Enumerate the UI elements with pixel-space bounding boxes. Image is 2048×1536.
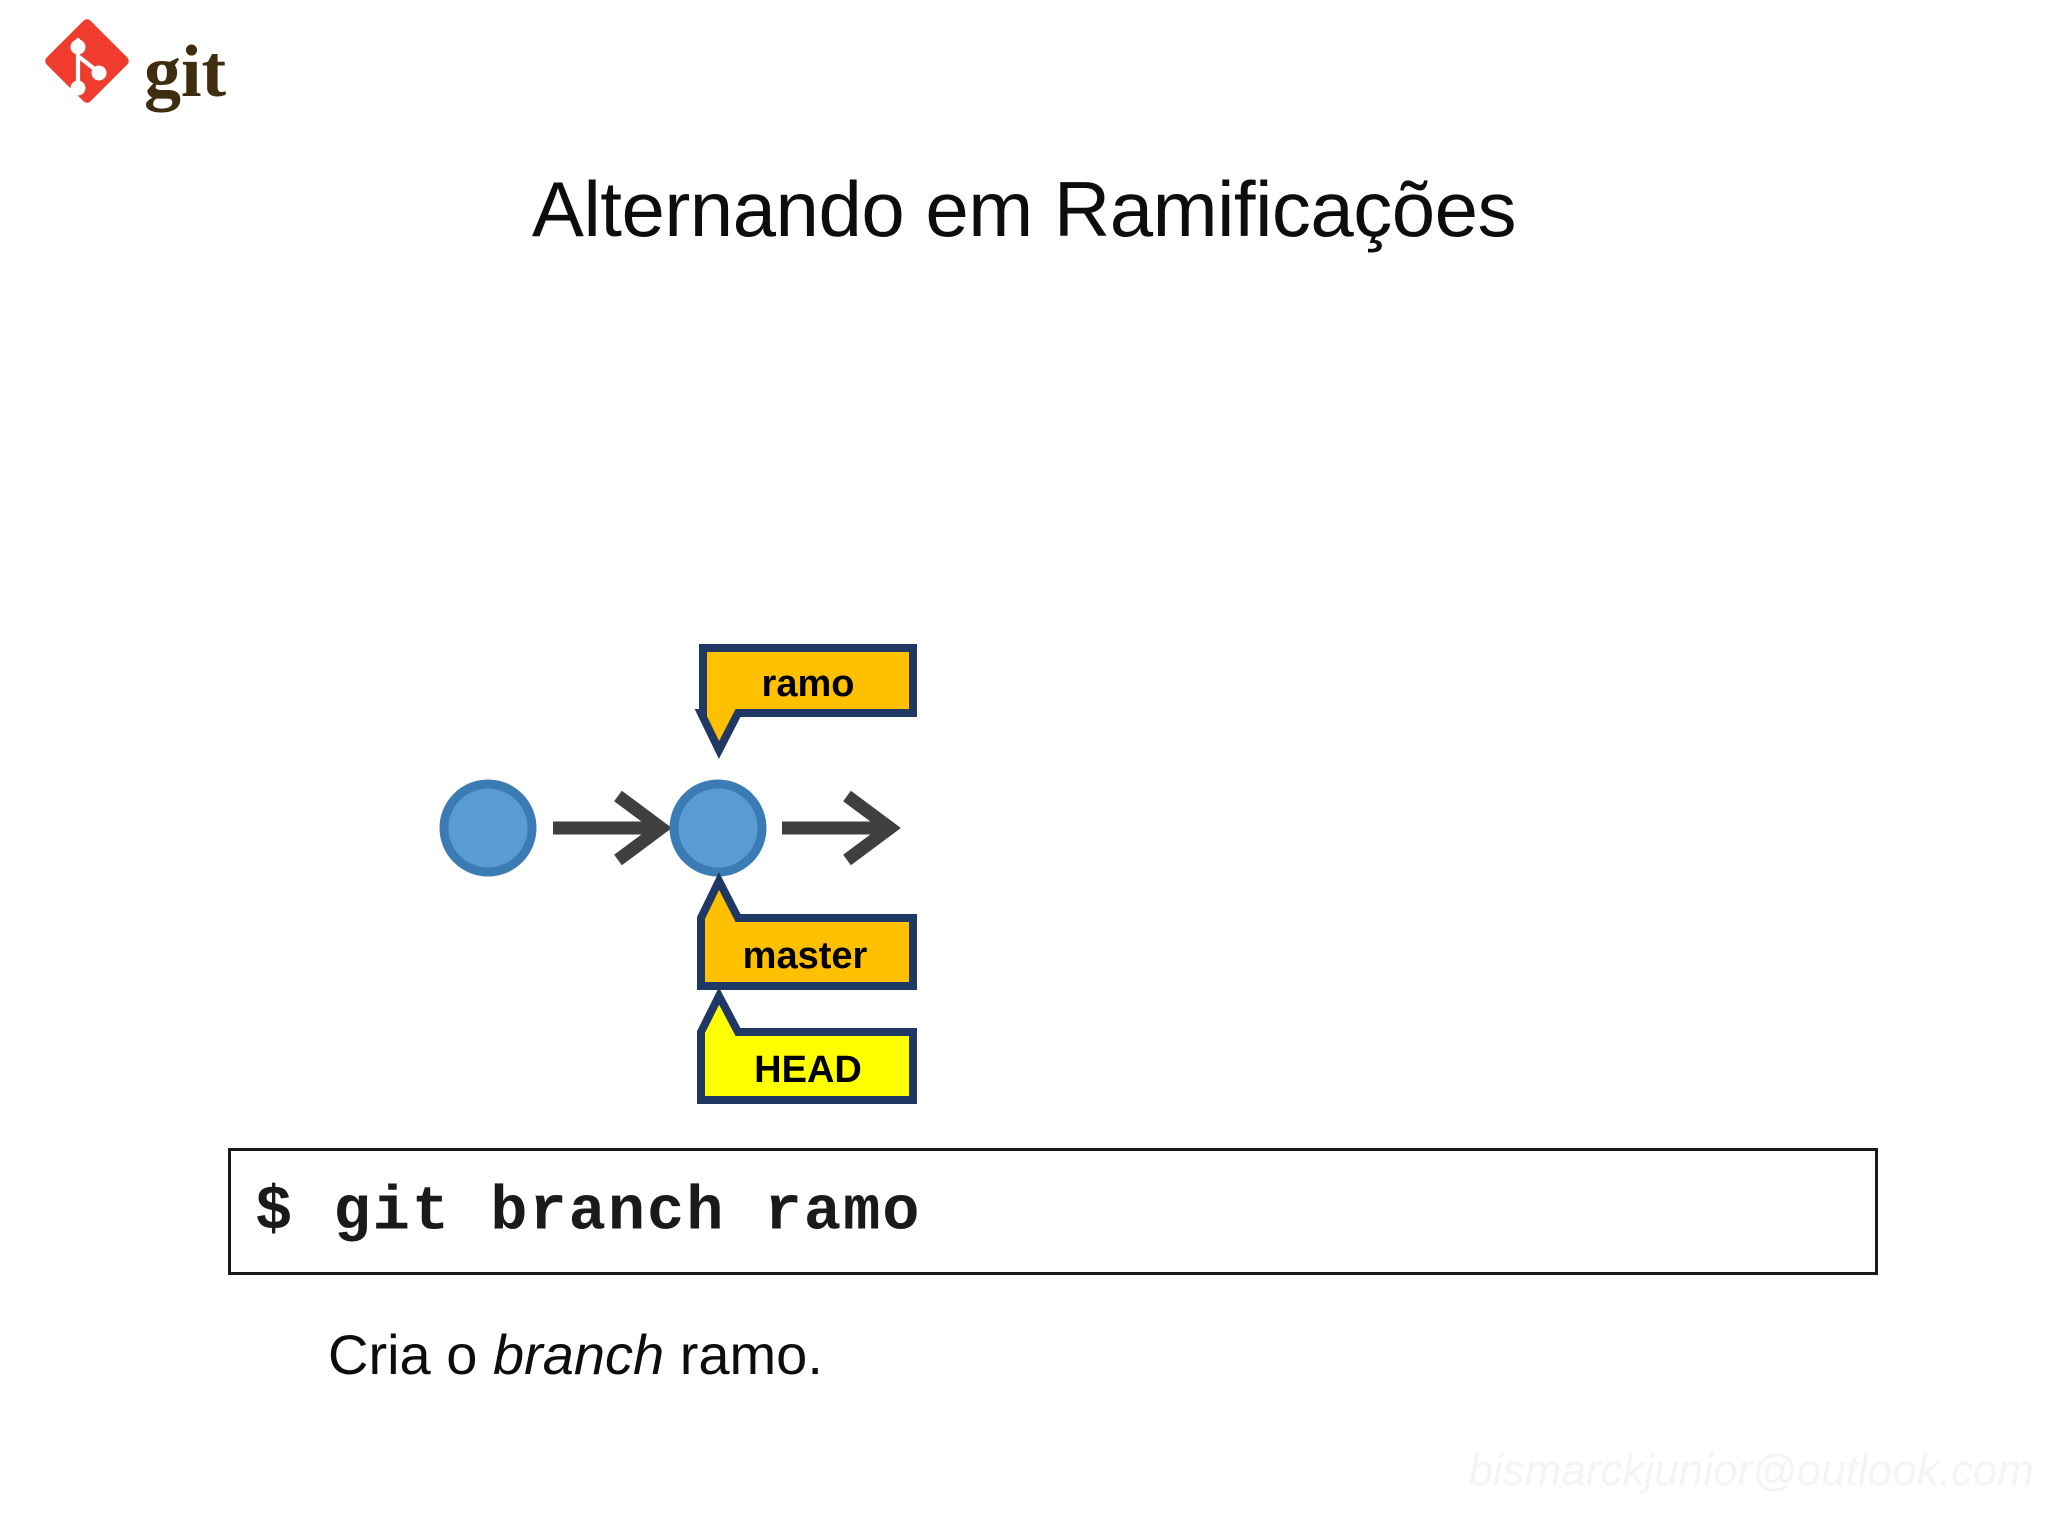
commit-node-1 xyxy=(439,779,537,877)
branch-label-ramo-text: ramo xyxy=(762,663,855,705)
arrow-2 xyxy=(782,790,901,866)
caption: Cria o branch ramo. xyxy=(328,1322,823,1387)
git-logo: git xyxy=(34,18,274,128)
branch-label-master-text: master xyxy=(743,935,868,977)
caption-emphasis: branch xyxy=(492,1323,665,1386)
caption-before: Cria o xyxy=(328,1323,493,1386)
head-label-text: HEAD xyxy=(754,1049,862,1091)
git-wordmark-text: git xyxy=(144,31,227,113)
head-label: HEAD xyxy=(697,987,917,1104)
page-title: Alternando em Ramificações xyxy=(531,165,1517,253)
branch-label-ramo-shape xyxy=(694,644,917,759)
footer-watermark: bismarckjunior@outlook.com xyxy=(1468,1446,2034,1495)
caption-after: ramo. xyxy=(664,1323,823,1386)
branch-label-ramo: ramo xyxy=(694,644,917,759)
branch-label-master: master xyxy=(697,872,917,990)
command-line: $ git branch ramo xyxy=(255,1176,922,1247)
commit-node-2 xyxy=(669,779,767,877)
branch-label-master-shape xyxy=(697,872,917,990)
command-box: $ git branch ramo xyxy=(228,1148,1878,1275)
head-label-shape xyxy=(697,987,917,1104)
git-wordmark: git xyxy=(144,31,227,113)
git-diamond-icon xyxy=(45,19,129,103)
arrow-1 xyxy=(553,790,672,866)
git-branch-diagram: ramo master HEAD xyxy=(420,600,1040,1120)
